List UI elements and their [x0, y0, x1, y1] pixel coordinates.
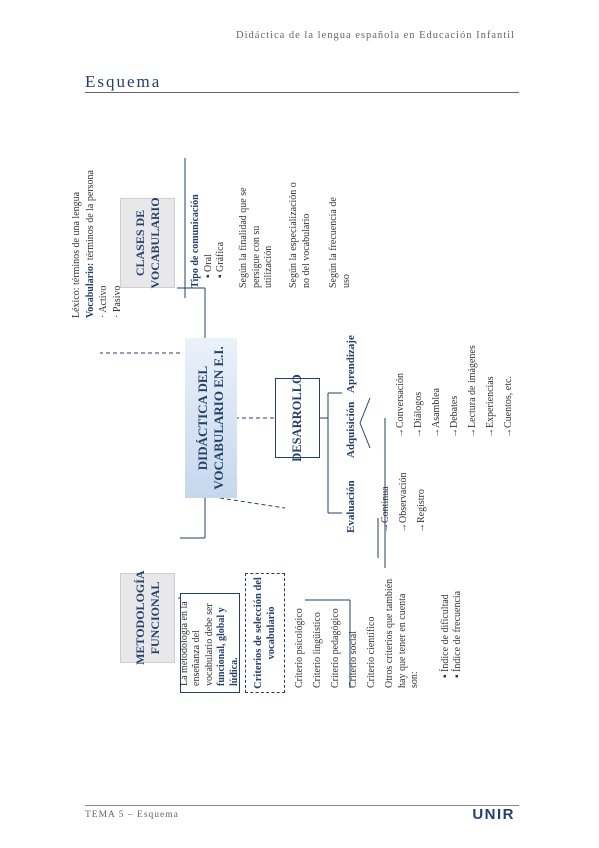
aprendizaje-heading: Aprendizaje: [345, 335, 357, 393]
criterio-4: Criterio social: [348, 631, 359, 688]
criterio-extra-1: ▪ Índice de dificultad: [440, 594, 451, 678]
eval-item-2-label: Observación: [398, 472, 409, 523]
clases-sub-grafica: Gráfica: [215, 241, 226, 272]
lexicon-panel: Léxico: términos de una lengua Vocabular…: [70, 118, 124, 318]
eval-item-2: →Observación: [398, 472, 409, 533]
footer-rule: [85, 805, 519, 806]
aprend-item-4-label: Debates: [449, 395, 460, 428]
footer-text: TEMA 5 – Esquema: [85, 810, 179, 820]
page-title: Esquema: [85, 72, 162, 91]
aprend-item-1-label: Conversación: [395, 373, 406, 428]
vocab-line: Vocabulario: términos de la persona: [84, 118, 98, 318]
main-concept-box: DIDÁCTICA DEL VOCABULARIO EN E.I.: [185, 338, 237, 498]
clases-sub-1: ▪ Oral: [203, 254, 214, 278]
diagram-area: Léxico: términos de una lengua Vocabular…: [60, 108, 540, 748]
aprend-item-5: →Lectura de imágenes: [467, 345, 478, 438]
clases-item-4-label: Según la frecuencia de uso: [328, 197, 352, 288]
eval-item-3: →Registro: [416, 489, 427, 533]
criterio-6: Otros criterios que también hay que tene…: [384, 578, 420, 688]
eval-item-1: →Continua: [380, 486, 391, 533]
criterio-3: Criterio pedagógico: [330, 608, 341, 688]
eval-item-3-label: Registro: [416, 489, 427, 523]
metodologia-quote: La metodología en la enseñanza del vocab…: [178, 593, 240, 693]
concept-diagram: Léxico: términos de una lengua Vocabular…: [60, 108, 540, 748]
clases-box: CLASES DE VOCABULARIO: [120, 197, 175, 289]
running-header: Didáctica de la lengua española en Educa…: [236, 30, 515, 41]
aprend-item-2-label: Diálogos: [413, 391, 424, 428]
criterio-extra-2: ▪ Índice de frecuencia: [452, 590, 463, 678]
eval-item-1-label: Continua: [380, 486, 391, 523]
criterio-5: Criterio científico: [366, 616, 377, 688]
lexicon-line: Léxico: términos de una lengua: [71, 191, 82, 318]
evaluacion-heading: Evaluación: [345, 480, 357, 533]
title-rule: [85, 92, 519, 93]
clases-item-3-label: Según la especialización o no del vocabu…: [288, 182, 312, 288]
clases-item-2-label: Según la finalidad que se persigue con s…: [238, 187, 274, 288]
aprend-item-4: →Debates: [449, 395, 460, 438]
clases-item-4: Según la frecuencia de uso: [328, 188, 353, 288]
criterio-extra-1-label: Índice de dificultad: [440, 594, 451, 672]
aprend-item-7-label: Cuentos, etc.: [503, 376, 514, 428]
aprend-item-1: →Conversación: [395, 373, 406, 438]
adquisicion-heading: Adquisición: [345, 401, 357, 458]
criterios-box: Criterios de selección del vocabulario: [245, 573, 285, 693]
desarrollo-box: DESARROLLO: [275, 374, 320, 462]
quote-text: La metodología en la enseñanza del vocab…: [178, 601, 215, 686]
aprend-item-6-label: Experiencias: [485, 376, 496, 428]
clases-sub-2: ▪ Gráfica: [215, 241, 226, 278]
unir-logo: UNIR: [472, 806, 515, 823]
clases-sub-oral: Oral: [203, 254, 214, 272]
connector-lines: [100, 158, 386, 688]
quote-bold: funcional, global y lúdica.: [216, 607, 240, 686]
clases-item-1: Tipo de comunicación: [190, 194, 203, 288]
vocab-label: Vocabulario:: [84, 262, 96, 318]
aprend-item-6: →Experiencias: [485, 376, 496, 438]
clases-item-3: Según la especialización o no del vocabu…: [288, 178, 313, 288]
aprend-item-5-label: Lectura de imágenes: [467, 345, 478, 428]
metodologia-box: METODOLOGÍA FUNCIONAL: [120, 570, 175, 665]
aprend-item-7: →Cuentos, etc.: [503, 376, 514, 438]
criterio-extra-2-label: Índice de frecuencia: [452, 590, 463, 672]
aprend-item-3: →Asamblea: [431, 388, 442, 438]
clases-item-1-label: Tipo de comunicación: [190, 194, 201, 288]
vocab-text: términos de la persona: [84, 170, 96, 263]
aprend-item-3-label: Asamblea: [431, 388, 442, 428]
aprend-item-2: →Diálogos: [413, 391, 424, 438]
vocab-active: · Activo: [98, 285, 109, 319]
criterio-2: Criterio lingüístico: [312, 612, 323, 688]
criterio-1: Criterio psicológico: [294, 608, 305, 688]
clases-item-2: Según la finalidad que se persigue con s…: [238, 183, 276, 288]
